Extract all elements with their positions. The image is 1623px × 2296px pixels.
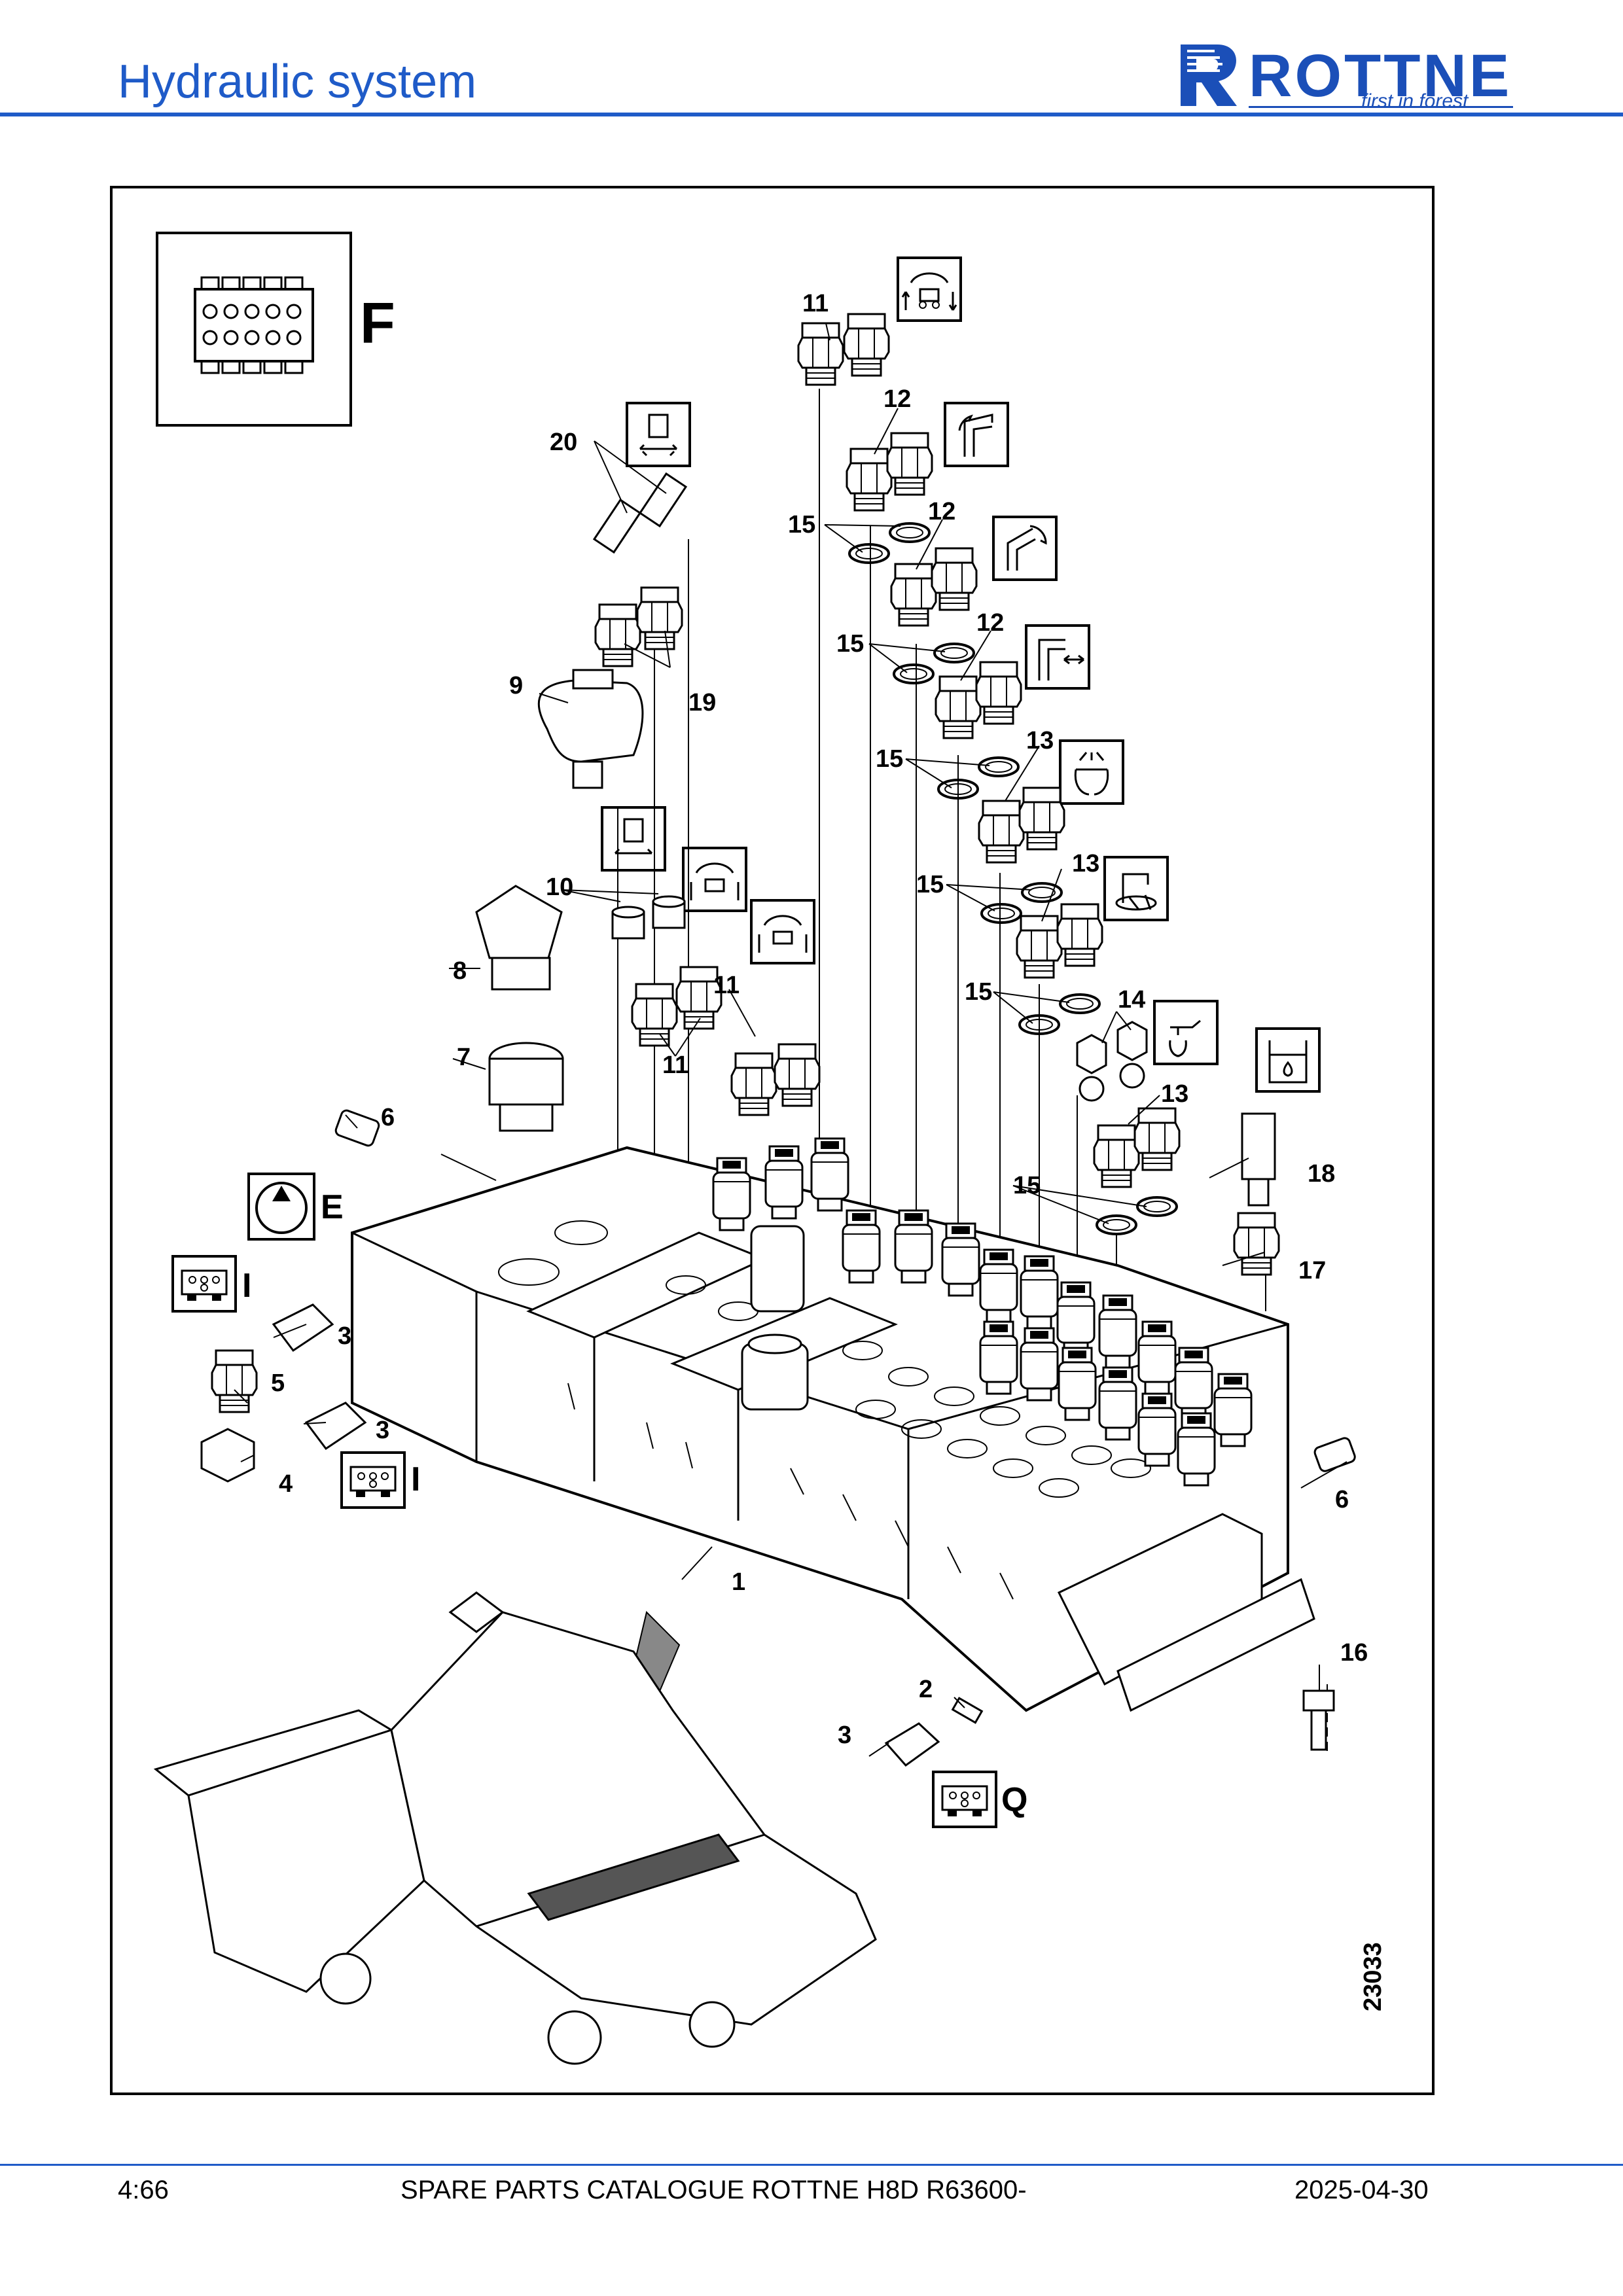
callout-15-d: 15 — [916, 871, 944, 898]
sensor-4 — [200, 1428, 255, 1483]
callout-20: 20 — [550, 429, 577, 456]
callout-15-c: 15 — [876, 745, 903, 773]
machine-frame-overview — [153, 1591, 877, 2065]
fitting-group-left — [592, 472, 821, 1116]
callout-3-upper: 3 — [338, 1322, 351, 1350]
callout-2: 2 — [919, 1676, 933, 1703]
connector-i-icon-b — [340, 1451, 406, 1509]
callout-7: 7 — [457, 1044, 471, 1071]
callout-6-right: 6 — [1335, 1486, 1349, 1513]
page-title: Hydraulic system — [118, 56, 477, 108]
drawing-number: 23033 — [1359, 1942, 1387, 2011]
rottne-r-icon — [1181, 44, 1237, 106]
brand-name: ROTTNE — [1249, 43, 1512, 109]
diagram-frame — [110, 186, 1435, 2095]
callout-12-b: 12 — [928, 498, 955, 525]
fitting-9 — [537, 669, 644, 789]
callout-5: 5 — [271, 1369, 285, 1397]
connector-3-b — [304, 1402, 367, 1451]
connector-3-c — [884, 1722, 940, 1767]
brand-underline — [1249, 106, 1513, 108]
page-number: 4:66 — [118, 2176, 169, 2204]
callout-3-lower: 3 — [376, 1417, 389, 1444]
oil-tank-icon — [1255, 1027, 1321, 1093]
plug-2 — [951, 1697, 984, 1724]
leader-lines — [234, 323, 1347, 1757]
swing-icon-mid-b — [750, 899, 815, 964]
cab-levelling-icon-top — [626, 402, 691, 467]
rotator-icon — [1103, 856, 1169, 921]
view-label-q: Q — [1001, 1781, 1027, 1819]
callout-11-upper: 11 — [713, 972, 740, 999]
view-label-f: F — [360, 291, 395, 355]
fitting-14 — [1076, 1021, 1148, 1102]
callout-18: 18 — [1308, 1160, 1335, 1188]
view-label-i-a: I — [242, 1267, 251, 1305]
callout-4: 4 — [279, 1470, 293, 1498]
callout-15-f: 15 — [1013, 1172, 1041, 1199]
view-f-connector-icon — [156, 232, 352, 427]
swing-icon-mid-a — [682, 847, 747, 912]
callout-19: 19 — [688, 689, 716, 716]
adapter-17 — [1233, 1212, 1280, 1276]
callout-13-a: 13 — [1026, 727, 1054, 754]
callout-16: 16 — [1340, 1639, 1368, 1667]
footer-rule — [0, 2164, 1623, 2166]
callout-13-b: 13 — [1072, 850, 1099, 877]
sensor-18 — [1241, 1112, 1276, 1207]
connector-3-a — [272, 1303, 334, 1352]
callout-13-c: 13 — [1161, 1080, 1188, 1108]
callout-17: 17 — [1298, 1257, 1326, 1284]
footer-date: 2025-04-30 — [1294, 2176, 1429, 2204]
callout-11-lower: 11 — [662, 1051, 688, 1079]
brand-tagline: first in forest — [1361, 90, 1469, 112]
callout-6-left: 6 — [381, 1104, 395, 1131]
header-rule — [0, 113, 1623, 116]
catalogue-title: SPARE PARTS CATALOGUE ROTTNE H8D R63600- — [401, 2176, 1027, 2204]
grapple-tilt-icon — [1153, 1000, 1219, 1065]
callout-12-c: 12 — [976, 609, 1004, 637]
callout-12-a: 12 — [883, 385, 911, 413]
callout-10: 10 — [546, 874, 573, 901]
adapter-5 — [211, 1349, 258, 1413]
boom-lift-icon — [944, 402, 1009, 467]
brand-logo: ROTTNE first in forest — [1171, 38, 1513, 112]
fitting-7 — [488, 1042, 564, 1132]
callout-15-e: 15 — [965, 978, 992, 1006]
callout-11-top: 11 — [802, 290, 829, 317]
boom-swing-icon — [897, 256, 962, 322]
callout-15-a: 15 — [788, 511, 815, 539]
connector-i-icon-a — [171, 1255, 237, 1313]
sensor-6-right — [1313, 1437, 1356, 1472]
jib-lift-icon — [992, 516, 1058, 581]
fitting-8 — [475, 885, 563, 991]
callout-3-q: 3 — [838, 1722, 851, 1749]
bolt-16 — [1302, 1689, 1335, 1751]
grapple-icon — [1059, 739, 1124, 805]
callout-1: 1 — [732, 1568, 745, 1596]
callout-9: 9 — [509, 672, 523, 699]
connector-q-icon — [932, 1771, 997, 1828]
view-label-e: E — [321, 1188, 344, 1226]
callout-8: 8 — [453, 957, 467, 985]
pressure-solenoid — [741, 1225, 809, 1411]
callout-14: 14 — [1118, 986, 1145, 1014]
callout-15-b: 15 — [836, 630, 864, 658]
pump-symbol-icon — [247, 1173, 315, 1241]
cab-levelling-icon-mid — [601, 806, 666, 872]
view-label-i-b: I — [411, 1460, 420, 1498]
exploded-parts-diagram: F — [153, 232, 1387, 2065]
telescope-icon — [1025, 624, 1090, 690]
